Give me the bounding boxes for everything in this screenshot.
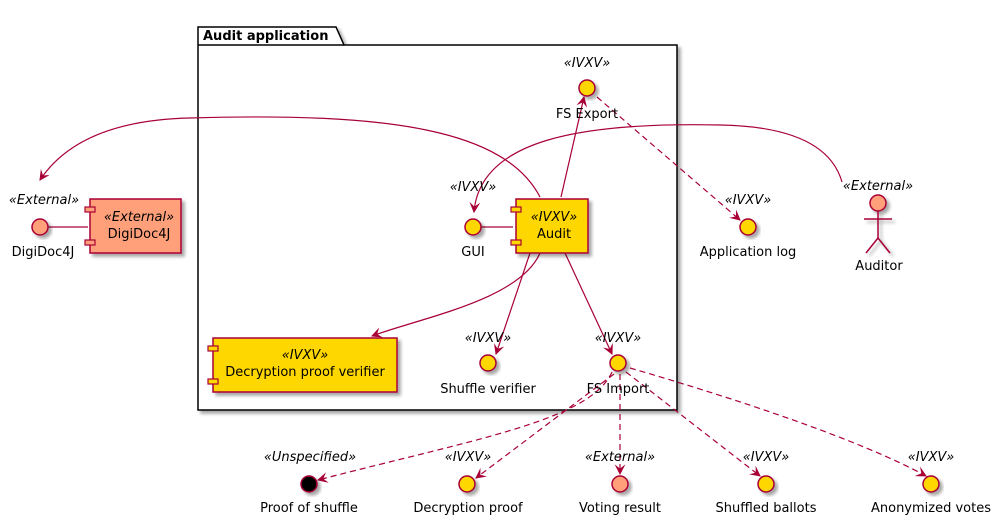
- interface-circle-icon: [739, 218, 757, 236]
- digidoc-comp-stereotype: «External»: [104, 210, 174, 225]
- edge-fs-import-anonymized-votes: [629, 367, 927, 477]
- node-digidoc-interface: «External» DigiDoc4J: [9, 193, 79, 260]
- interface-circle-icon: [300, 475, 318, 493]
- edge-audit-decryption-verifier: [370, 252, 541, 338]
- interface-circle-icon: [611, 475, 629, 493]
- edges: [39, 95, 927, 483]
- node-audit: «IVXV» Audit: [510, 198, 589, 254]
- interface-circle-icon: [31, 218, 49, 236]
- node-proof-of-shuffle: «Unspecified» Proof of shuffle: [260, 450, 358, 516]
- interface-circle-icon: [458, 475, 476, 493]
- node-fs-import: «IVXV» FS Import: [587, 331, 650, 397]
- interface-circle-icon: [609, 354, 627, 372]
- actor-icon: [864, 194, 892, 254]
- edge-fs-import-proof-shuffle: [316, 371, 613, 483]
- interface-circle-icon: [578, 79, 596, 97]
- digidoc-if-label: DigiDoc4J: [12, 245, 75, 260]
- anonymized-votes-stereotype: «IVXV»: [908, 450, 955, 465]
- shuffled-ballots-label: Shuffled ballots: [716, 501, 817, 516]
- shuffled-ballots-stereotype: «IVXV»: [743, 450, 790, 465]
- proof-shuffle-stereotype: «Unspecified»: [264, 450, 356, 465]
- component-icon: [84, 206, 96, 246]
- fs-export-stereotype: «IVXV»: [564, 56, 611, 71]
- edge-auditor-gui: [469, 124, 843, 214]
- audit-label: Audit: [537, 227, 571, 242]
- node-shuffled-ballots: «IVXV» Shuffled ballots: [716, 450, 817, 516]
- decryption-verifier-stereotype: «IVXV»: [282, 348, 329, 363]
- edge-fs-import-shuffled-ballots: [625, 371, 761, 477]
- digidoc-if-stereotype: «External»: [9, 193, 79, 208]
- digidoc-comp-label: DigiDoc4J: [108, 227, 171, 242]
- node-anonymized-votes: «IVXV» Anonymized votes: [871, 450, 991, 516]
- node-fs-export: «IVXV» FS Export: [556, 56, 618, 122]
- decryption-proof-label: Decryption proof: [413, 501, 523, 516]
- package-audit-application: Audit application: [197, 26, 678, 411]
- gui-stereotype: «IVXV»: [450, 180, 497, 195]
- shuffle-verifier-label: Shuffle verifier: [440, 382, 536, 397]
- node-application-log: «IVXV» Application log: [700, 193, 797, 260]
- edge-audit-fs-import: [564, 252, 613, 355]
- component-icon: [207, 345, 219, 385]
- proof-shuffle-label: Proof of shuffle: [260, 501, 358, 516]
- decryption-proof-stereotype: «IVXV»: [445, 450, 492, 465]
- node-gui: «IVXV» GUI: [450, 180, 497, 260]
- node-voting-result: «External» Voting result: [579, 450, 661, 516]
- fs-import-label: FS Import: [587, 382, 650, 397]
- app-log-label: Application log: [700, 245, 797, 260]
- interface-circle-icon: [922, 475, 940, 493]
- voting-result-label: Voting result: [579, 501, 661, 516]
- node-auditor: «External» Auditor: [843, 179, 913, 274]
- node-decryption-proof: «IVXV» Decryption proof: [413, 450, 523, 516]
- decryption-verifier-label: Decryption proof verifier: [225, 365, 385, 380]
- audit-stereotype: «IVXV»: [531, 210, 578, 225]
- interface-circle-icon: [479, 354, 497, 372]
- edge-audit-shuffle-verifier: [493, 252, 531, 356]
- auditor-stereotype: «External»: [843, 179, 913, 194]
- edge-audit-digidoc: [39, 116, 541, 198]
- edge-audit-fs-export: [560, 95, 588, 198]
- voting-result-stereotype: «External»: [585, 450, 655, 465]
- edge-fs-export-app-log: [596, 96, 741, 221]
- node-shuffle-verifier: «IVXV» Shuffle verifier: [440, 331, 536, 397]
- fs-import-stereotype: «IVXV»: [595, 331, 642, 346]
- gui-label: GUI: [461, 245, 484, 260]
- component-icon: [510, 206, 522, 246]
- anonymized-votes-label: Anonymized votes: [871, 501, 991, 516]
- interface-circle-icon: [464, 218, 482, 236]
- fs-export-label: FS Export: [556, 107, 618, 122]
- interface-circle-icon: [757, 475, 775, 493]
- shuffle-verifier-stereotype: «IVXV»: [465, 331, 512, 346]
- node-digidoc-component: «External» DigiDoc4J: [84, 198, 182, 254]
- auditor-label: Auditor: [855, 259, 903, 274]
- node-decryption-verifier: «IVXV» Decryption proof verifier: [207, 337, 398, 393]
- package-title: Audit application: [203, 29, 328, 44]
- app-log-stereotype: «IVXV»: [725, 193, 772, 208]
- edge-fs-import-decryption-proof: [475, 373, 615, 479]
